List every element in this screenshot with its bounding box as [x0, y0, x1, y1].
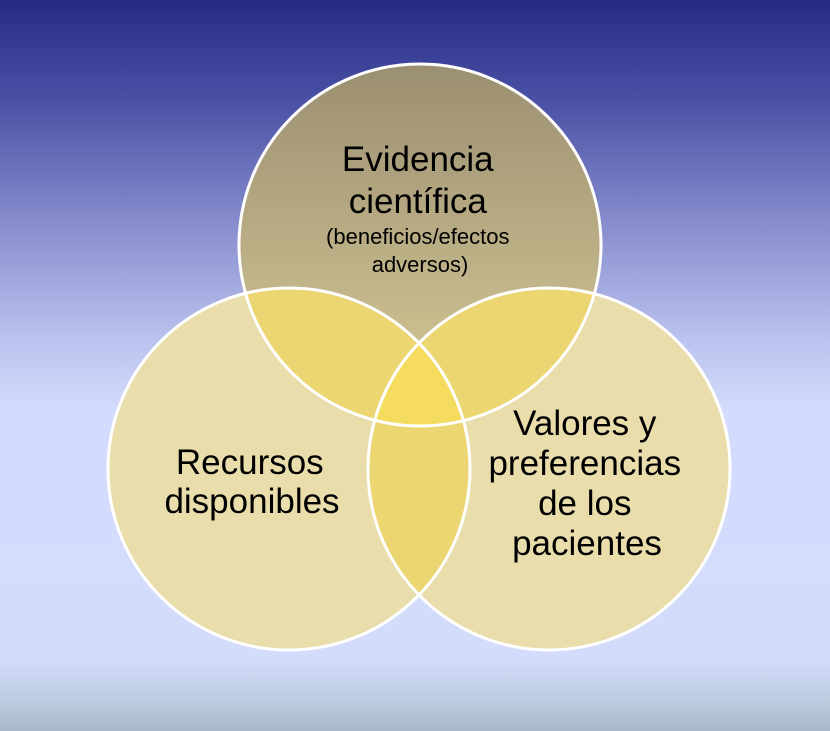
- label-resources-line-2: disponibles: [164, 482, 339, 521]
- label-values-line-2: preferencias: [488, 444, 681, 483]
- label-evidence-subline-2: adversos): [372, 252, 469, 277]
- label-resources: Recursos disponibles: [164, 443, 339, 521]
- overlap-evidence-values: [368, 288, 601, 426]
- outline-values: [366, 286, 732, 652]
- label-values-line-4: pacientes: [512, 524, 662, 563]
- label-values-line-1: Valores y: [513, 404, 657, 443]
- label-values: Valores y preferencias de los pacientes: [488, 404, 685, 563]
- label-resources-line-1: Recursos: [176, 443, 324, 482]
- label-evidence-line-1: Evidencia: [342, 140, 494, 179]
- outline-resources: [106, 286, 472, 652]
- overlap-evidence-resources: [239, 288, 470, 426]
- outline-evidence: [237, 62, 603, 428]
- label-evidence: Evidencia científica (beneficios/efectos…: [326, 140, 514, 277]
- label-evidence-subline-1: (beneficios/efectos: [326, 224, 509, 249]
- label-values-line-3: de los: [538, 484, 631, 523]
- label-evidence-line-2: científica: [349, 182, 488, 221]
